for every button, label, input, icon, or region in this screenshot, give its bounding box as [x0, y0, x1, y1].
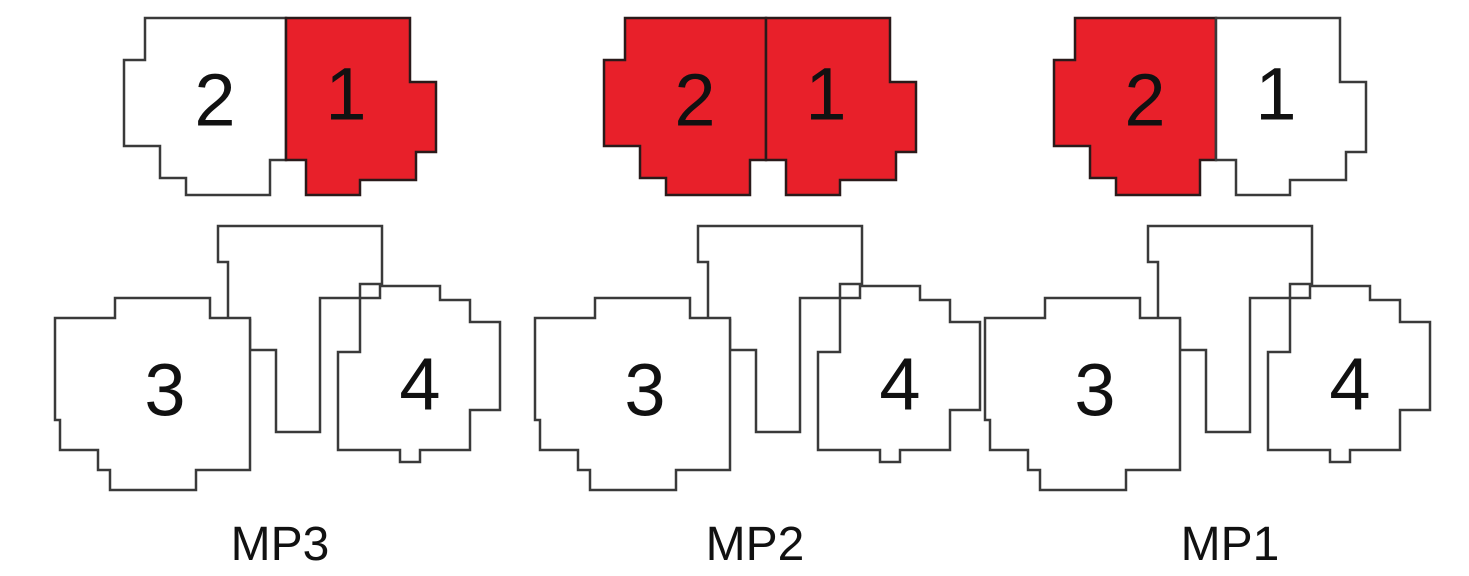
plan-label: MP1	[1181, 518, 1280, 571]
unit-2-number: 2	[1124, 59, 1165, 142]
core-corridor	[696, 224, 864, 434]
unit-4-outline[interactable]	[816, 284, 982, 464]
unit-1-outline[interactable]	[1214, 16, 1368, 197]
plan-label: MP3	[231, 518, 330, 571]
unit-1-outline[interactable]	[764, 16, 918, 197]
unit-3-outline[interactable]	[983, 296, 1182, 492]
unit-1-number: 1	[325, 53, 366, 136]
unit-4-number: 4	[1329, 343, 1370, 426]
core-corridor	[1146, 224, 1314, 434]
unit-1-number: 1	[1255, 53, 1296, 136]
unit-3-number: 3	[144, 349, 185, 432]
unit-1-number: 1	[805, 53, 846, 136]
unit-4-outline[interactable]	[1266, 284, 1432, 464]
unit-3-number: 3	[1074, 349, 1115, 432]
unit-1-outline[interactable]	[284, 16, 438, 197]
plan-label: MP2	[706, 518, 805, 571]
unit-4-number: 4	[879, 343, 920, 426]
unit-2-number: 2	[674, 59, 715, 142]
unit-4-number: 4	[399, 343, 440, 426]
unit-3-outline[interactable]	[533, 296, 732, 492]
unit-3-number: 3	[624, 349, 665, 432]
unit-3-outline[interactable]	[53, 296, 252, 492]
core-corridor	[216, 224, 384, 434]
unit-4-outline[interactable]	[336, 284, 502, 464]
unit-2-number: 2	[194, 59, 235, 142]
